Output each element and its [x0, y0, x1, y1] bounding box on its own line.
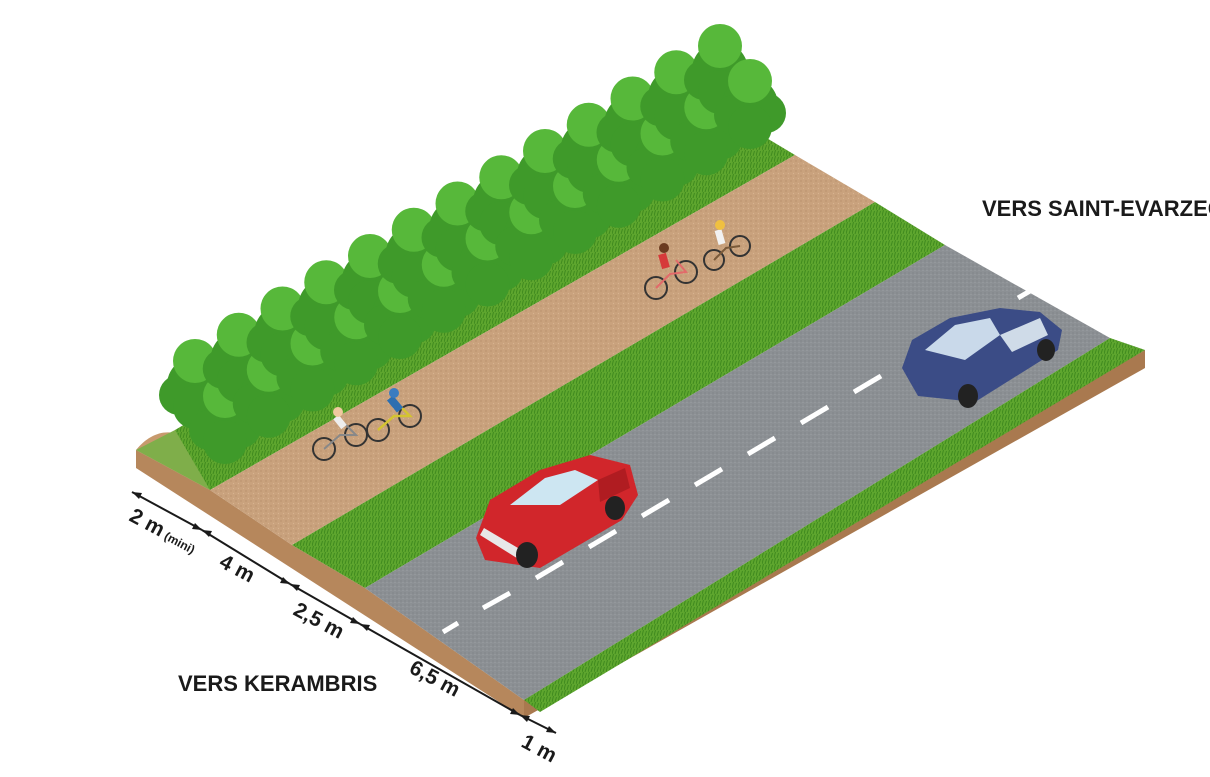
tree-canopy [509, 236, 554, 281]
car-blue [902, 308, 1062, 408]
tree-canopy [596, 183, 641, 228]
tree-canopy [421, 288, 466, 333]
tree-canopy [640, 157, 685, 202]
cyclist-3 [644, 243, 698, 300]
cyclist-4 [703, 220, 751, 271]
tree-canopy [465, 262, 510, 307]
direction-label-north: VERS SAINT-EVARZEC [982, 196, 1210, 221]
car-red [476, 455, 638, 568]
dimension-label-cycle-path: 4 m [216, 550, 259, 587]
tree-canopy [728, 59, 772, 103]
grass-verge [292, 202, 945, 588]
road-shoulder-grass [524, 338, 1145, 712]
dimension-note-mini: (mini) [162, 529, 197, 557]
tree-canopy [728, 105, 772, 149]
direction-label-south: VERS KERAMBRIS [178, 671, 377, 696]
dimension-label-verge: 2,5 m [290, 598, 348, 644]
tree-canopy [203, 420, 247, 464]
tree-row [159, 24, 786, 464]
dimension-label-shoulder: 1 m [518, 730, 561, 767]
cyclist-1 [312, 407, 368, 461]
dimension-label-embankment: 2 m [126, 504, 169, 541]
tree-canopy [553, 210, 597, 254]
tree-canopy [334, 341, 379, 386]
cyclist-2 [366, 388, 422, 442]
dimension-lines [131, 491, 557, 734]
tree-canopy [246, 393, 291, 438]
dimension-arrowheads [132, 492, 556, 733]
tree-canopy [378, 315, 422, 359]
tree-canopy [684, 131, 729, 176]
tree-canopy [290, 367, 335, 412]
tree-canopy [698, 24, 742, 68]
